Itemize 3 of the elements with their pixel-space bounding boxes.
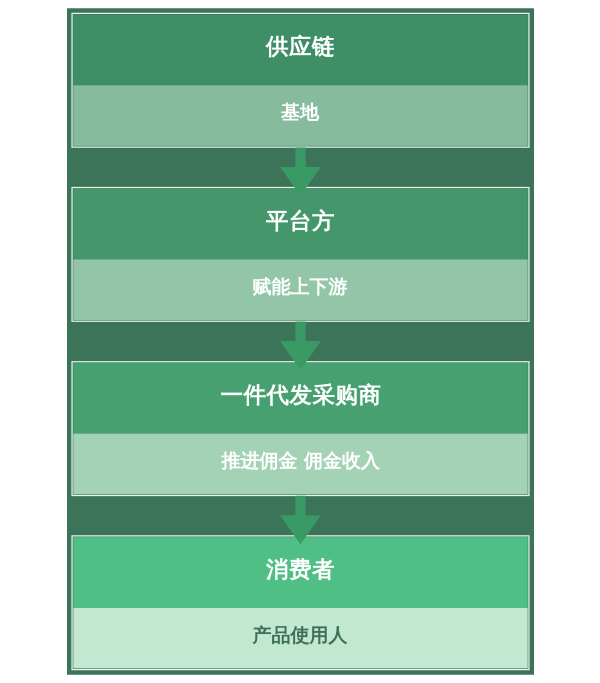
arrow — [280, 322, 320, 370]
arrow — [280, 147, 320, 196]
arrow — [280, 496, 320, 544]
